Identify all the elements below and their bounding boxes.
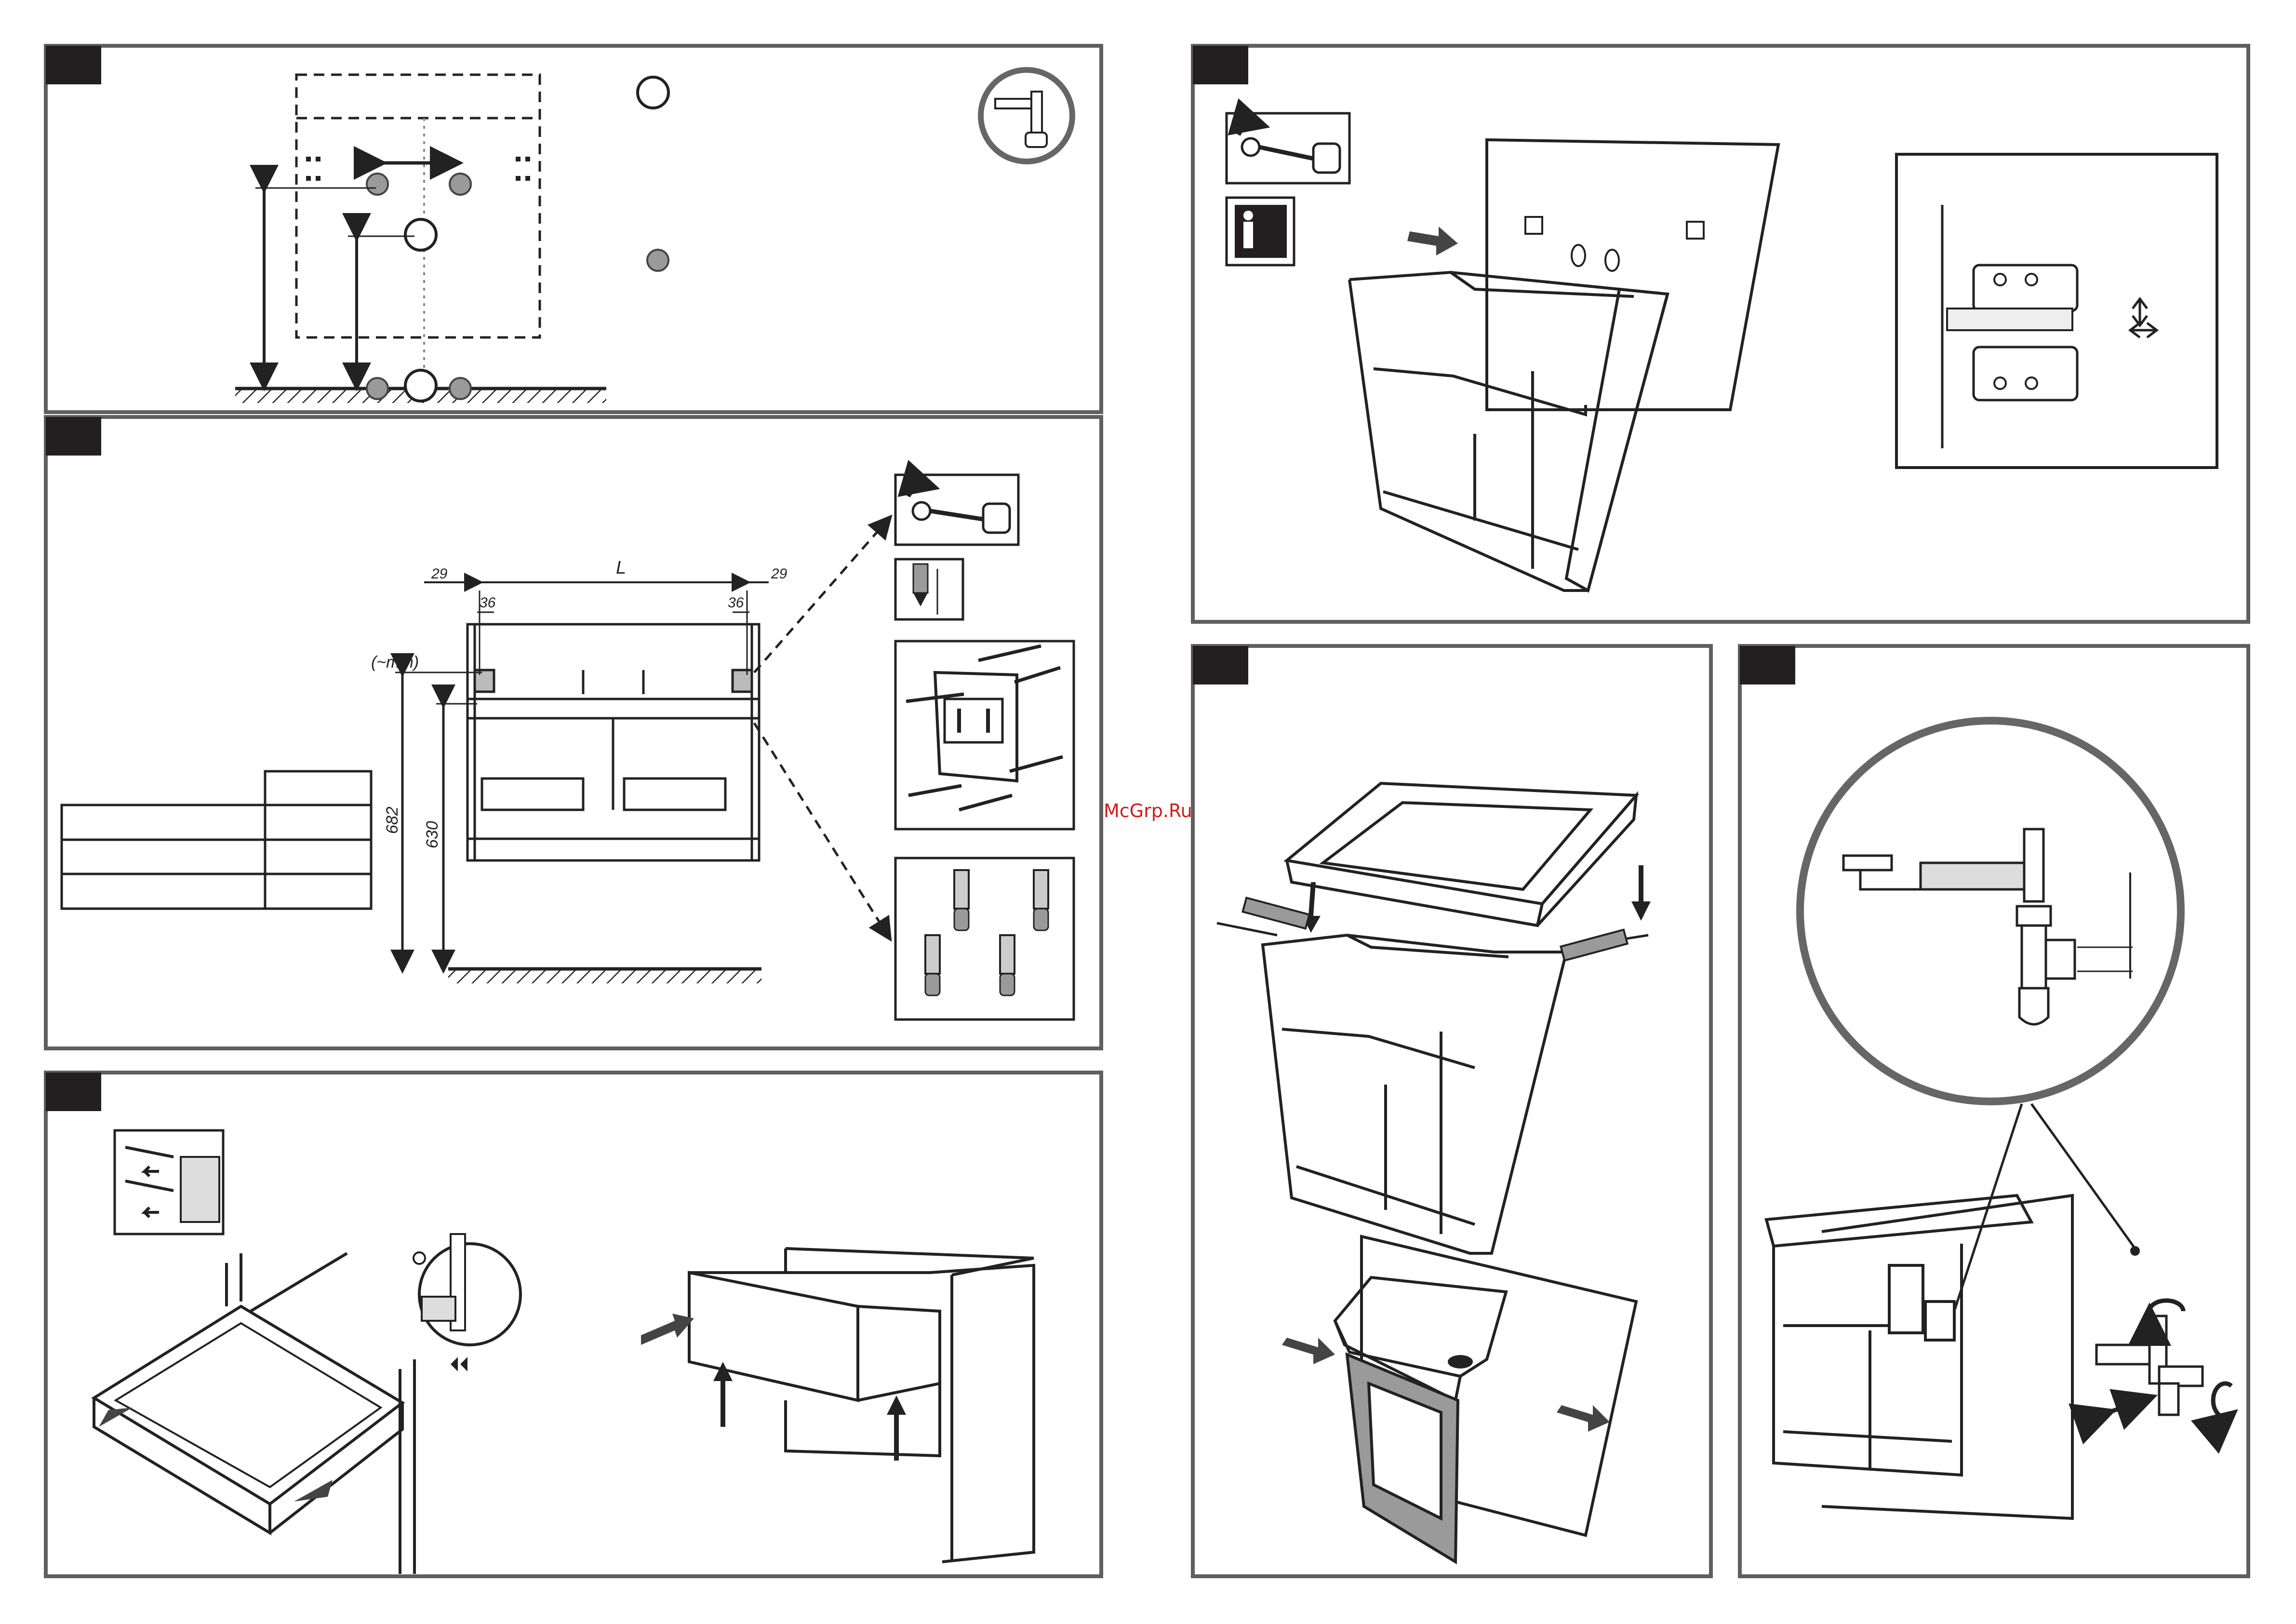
step-number-tab: [46, 46, 101, 84]
step-number-tab: [46, 1073, 101, 1111]
watermark: McGrp.Ru: [1104, 800, 1192, 821]
dim-right-36: 36: [728, 595, 744, 611]
wall-plugs-kit: [895, 858, 1074, 1020]
screwdriver-icon: [895, 475, 1018, 545]
dim-left-29: 29: [431, 566, 448, 582]
panel-step-drawer: [46, 1073, 1101, 1576]
panel-step-1: [46, 46, 1101, 412]
step-number-tab: [1740, 646, 1795, 684]
drain-pipe-outlet: [405, 219, 436, 250]
panel-step-sink: [1193, 646, 1711, 1576]
dim-unit-mm: (~mm): [371, 653, 419, 671]
dim-height-630: 630: [423, 821, 441, 848]
dim-height-682: 682: [383, 806, 401, 834]
dim-left-36: 36: [480, 595, 496, 611]
panel-step-hang: [1193, 46, 2248, 622]
wall-panel: [1487, 140, 1778, 410]
step-number-tab: [46, 417, 101, 456]
panel-step-2: 29 L 29 36 36 (~mm) 682 630: [46, 417, 1101, 1048]
legend-screw-circle: [647, 250, 668, 271]
step-number-tab: [1193, 46, 1248, 84]
floor-hatch: [448, 970, 761, 983]
screwdriver-icon: [1227, 113, 1349, 183]
dim-length-l: L: [616, 558, 626, 578]
mounting-hole-right: [450, 174, 471, 195]
hinge-adjust-detail: [1896, 154, 2217, 468]
legend-pipe-circle: [638, 77, 668, 108]
panel-step-siphon: [1740, 646, 2248, 1576]
step-number-tab: [1193, 646, 1248, 684]
drill-bit-icon: [895, 559, 963, 619]
mounting-hole-left: [367, 174, 388, 195]
siphon-detail-callout: [981, 70, 1072, 161]
two-person-icon: [1227, 198, 1294, 265]
dim-right-29: 29: [771, 566, 788, 582]
drawer-runner-icon: [115, 1130, 223, 1234]
siphon-detail-callout: [1800, 721, 2181, 1101]
wall-bracket-kit: [895, 641, 1074, 829]
